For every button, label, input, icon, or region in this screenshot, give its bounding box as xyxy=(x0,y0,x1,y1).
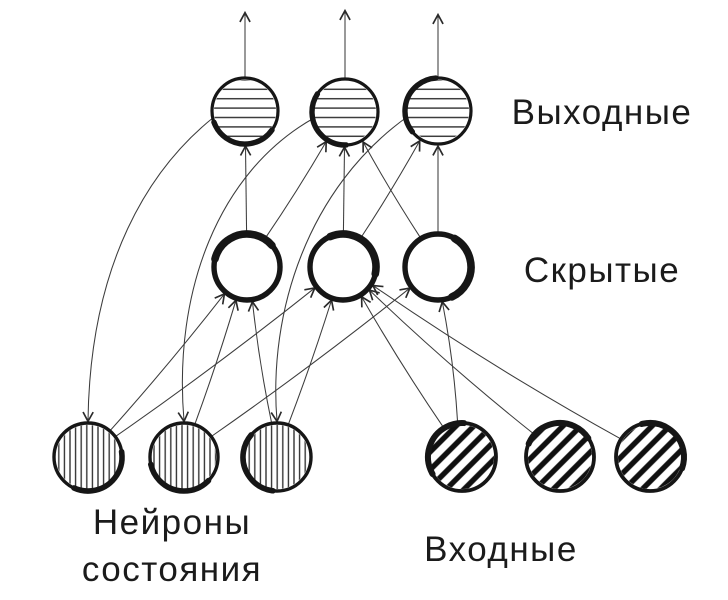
hidden-neuron-h2 xyxy=(306,230,380,304)
connection-h2-o2 xyxy=(338,145,351,234)
input-neuron-i1 xyxy=(424,420,499,494)
hidden-neuron-h1 xyxy=(210,230,284,304)
connection-i1-h2 xyxy=(360,295,444,428)
connection-h1-o1 xyxy=(239,144,252,234)
state-neuron-s3 xyxy=(240,420,314,494)
connection-h1-o2 xyxy=(264,140,328,239)
state-neuron-s2 xyxy=(147,420,221,494)
label-output-layer: Выходные xyxy=(512,93,693,132)
output-neuron-o3 xyxy=(402,75,474,147)
connection-o1-s1 xyxy=(82,116,215,424)
connection-h3-o2 xyxy=(362,140,421,239)
connection-s3-h1 xyxy=(247,299,273,423)
connection-o3-s3 xyxy=(270,116,408,424)
label-hidden-layer: Скрытые xyxy=(524,251,680,290)
output-neuron-o1 xyxy=(209,75,281,147)
connection-s1-h2 xyxy=(115,286,317,437)
connections-group xyxy=(82,8,621,440)
connection-h2-o3 xyxy=(360,139,421,239)
connection-i2-h2 xyxy=(368,288,535,435)
connection-i1-h3 xyxy=(438,300,459,423)
input-neuron-i3 xyxy=(613,420,687,494)
connection-i3-h2 xyxy=(371,284,621,440)
label-input-layer: Входные xyxy=(424,530,578,569)
connection-o2-s2 xyxy=(177,117,315,424)
state-neuron-s1 xyxy=(51,420,125,494)
connection-s2-h1 xyxy=(194,298,239,424)
input-neuron-i2 xyxy=(523,420,597,494)
connection-s2-h3 xyxy=(211,286,412,437)
hidden-neuron-h3 xyxy=(401,230,475,304)
output-neuron-o2 xyxy=(309,76,381,148)
connection-s3-h2 xyxy=(288,298,335,425)
label-state-layer-line1: Нейроны xyxy=(93,503,251,542)
connection-s1-h1 xyxy=(110,292,226,431)
neurons-group xyxy=(51,75,687,494)
labels-group: Выходные Скрытые Нейроны состояния Входн… xyxy=(82,93,693,589)
label-state-layer-line2: состояния xyxy=(82,550,262,589)
